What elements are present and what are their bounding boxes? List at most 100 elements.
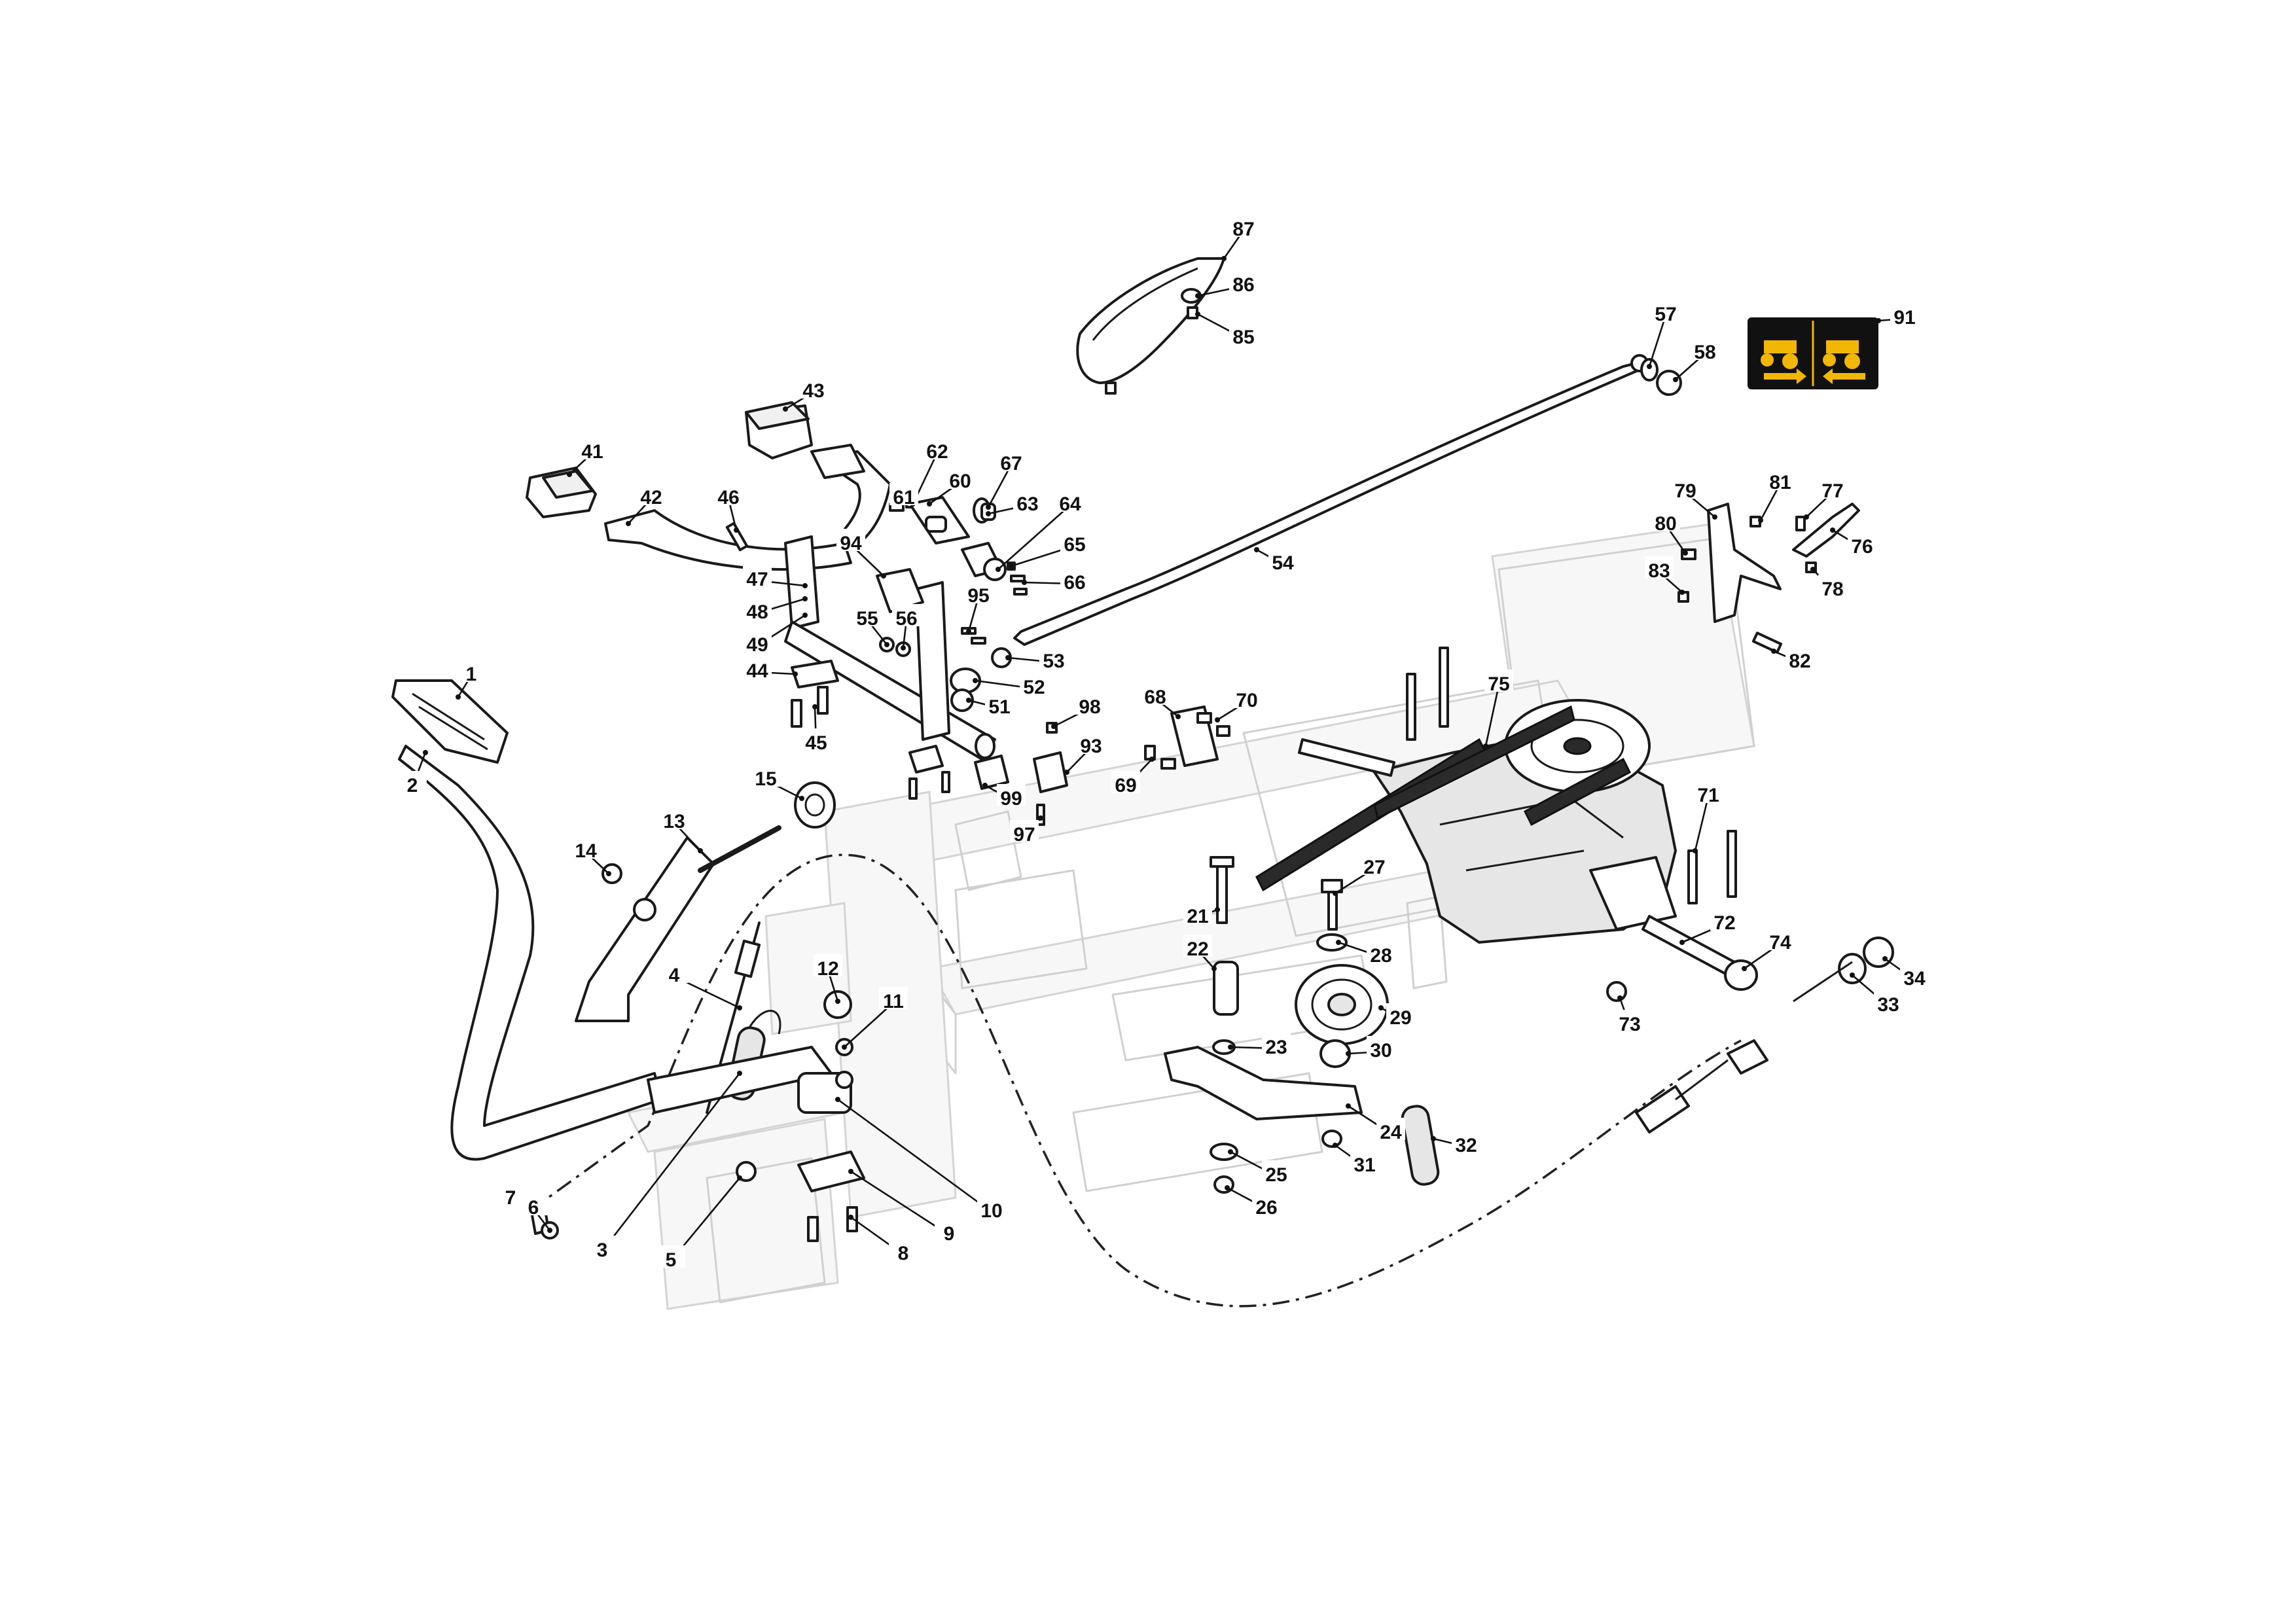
leader-dot-9 bbox=[848, 1169, 853, 1174]
callout-73: 73 bbox=[1619, 1014, 1640, 1035]
callout-74: 74 bbox=[1769, 932, 1791, 954]
bracket-68 bbox=[1144, 705, 1230, 770]
bracket-9 bbox=[797, 1150, 865, 1192]
washer-28 bbox=[1316, 933, 1348, 952]
callout-bg-99 bbox=[997, 784, 1026, 806]
leader-dot-58 bbox=[1673, 377, 1678, 382]
callout-bg-43 bbox=[799, 376, 828, 399]
leader-dot-71 bbox=[1693, 848, 1698, 853]
leader-dot-22 bbox=[1211, 966, 1217, 971]
leader-dot-26 bbox=[1225, 1185, 1230, 1190]
callout-82: 82 bbox=[1789, 651, 1810, 672]
leader-dot-42 bbox=[626, 521, 631, 526]
leader-line-75 bbox=[1484, 685, 1500, 747]
leader-dot-33 bbox=[1850, 972, 1855, 978]
callout-bg-81 bbox=[1766, 468, 1795, 490]
callout-bg-97 bbox=[1010, 820, 1039, 842]
leader-dot-41 bbox=[567, 472, 572, 477]
tractor-forward-icon bbox=[1761, 340, 1806, 384]
callout-66: 66 bbox=[1064, 572, 1085, 594]
leader-dot-24 bbox=[1346, 1103, 1351, 1109]
callout-bg-1 bbox=[457, 660, 486, 682]
callout-bg-33 bbox=[1874, 990, 1903, 1012]
callout-63: 63 bbox=[1016, 493, 1038, 515]
callout-32: 32 bbox=[1455, 1135, 1477, 1156]
callout-bg-26 bbox=[1252, 1193, 1281, 1215]
callout-21: 21 bbox=[1187, 906, 1208, 927]
leader-dot-45 bbox=[812, 704, 817, 709]
callout-97: 97 bbox=[1013, 824, 1035, 846]
callout-bg-34 bbox=[1900, 964, 1929, 986]
callout-bg-8 bbox=[889, 1239, 918, 1261]
leader-dot-85 bbox=[1195, 312, 1200, 317]
idler-arm-24 bbox=[1164, 1046, 1363, 1120]
callout-75: 75 bbox=[1488, 673, 1509, 695]
callout-24: 24 bbox=[1380, 1122, 1402, 1143]
leader-dot-82 bbox=[1771, 649, 1776, 654]
bracket-94 bbox=[876, 568, 924, 613]
callout-bg-44 bbox=[743, 656, 772, 679]
pedal-pad bbox=[391, 679, 509, 764]
callout-bg-56 bbox=[892, 604, 921, 626]
leader-dot-8 bbox=[848, 1215, 853, 1220]
leader-dot-52 bbox=[973, 678, 978, 683]
callout-13: 13 bbox=[663, 811, 685, 832]
leader-dot-53 bbox=[1005, 655, 1011, 660]
leader-line-10 bbox=[837, 1098, 992, 1213]
callout-bg-46 bbox=[714, 483, 743, 505]
callout-bg-61 bbox=[889, 483, 918, 505]
leader-dot-67 bbox=[986, 505, 991, 510]
callout-bg-93 bbox=[1077, 732, 1105, 754]
leader-dot-43 bbox=[783, 406, 788, 412]
callout-bg-48 bbox=[743, 597, 772, 620]
bearing-30 bbox=[1319, 1039, 1351, 1068]
leader-dot-74 bbox=[1742, 966, 1747, 971]
callout-bg-85 bbox=[1229, 323, 1258, 345]
pulley-75 bbox=[1504, 699, 1651, 793]
callout-bg-70 bbox=[1232, 686, 1261, 708]
callout-bg-32 bbox=[1452, 1131, 1480, 1153]
callout-bg-10 bbox=[977, 1196, 1006, 1219]
leader-line-3 bbox=[601, 1073, 741, 1252]
leader-dot-56 bbox=[901, 645, 906, 651]
callout-bg-75 bbox=[1484, 669, 1513, 692]
lever-shaft-assembly bbox=[784, 535, 996, 760]
callout-bg-55 bbox=[853, 604, 882, 626]
callout-71: 71 bbox=[1697, 785, 1719, 806]
callout-bg-76 bbox=[1848, 532, 1876, 554]
leader-dot-48 bbox=[802, 596, 808, 601]
callout-11: 11 bbox=[883, 991, 904, 1012]
callout-12: 12 bbox=[817, 958, 838, 980]
spring-32 bbox=[1401, 1105, 1440, 1186]
callout-68: 68 bbox=[1144, 687, 1166, 708]
callout-bg-11 bbox=[879, 987, 908, 1009]
callout-95: 95 bbox=[967, 585, 989, 607]
leader-dot-79 bbox=[1712, 514, 1717, 520]
leader-dot-93 bbox=[1064, 770, 1069, 775]
callout-60: 60 bbox=[949, 471, 971, 492]
leader-dot-97 bbox=[1038, 815, 1043, 821]
leader-dot-54 bbox=[1254, 547, 1259, 552]
bolts-71 bbox=[1687, 830, 1737, 904]
callout-98: 98 bbox=[1079, 696, 1100, 718]
callout-27: 27 bbox=[1363, 857, 1385, 878]
leader-dot-3 bbox=[737, 1071, 742, 1076]
leader-dot-75 bbox=[1483, 743, 1488, 749]
callout-22: 22 bbox=[1187, 938, 1208, 960]
leader-dot-80 bbox=[1683, 550, 1688, 556]
leader-line-64 bbox=[997, 505, 1071, 570]
pivot-bracket bbox=[575, 836, 715, 1022]
leader-dot-76 bbox=[1830, 527, 1835, 533]
leader-dot-81 bbox=[1758, 518, 1763, 523]
leader-dot-60 bbox=[927, 501, 932, 507]
leader-dot-91 bbox=[1876, 318, 1881, 323]
callout-64: 64 bbox=[1059, 493, 1081, 515]
callout-bg-45 bbox=[802, 728, 831, 751]
leader-dot-29 bbox=[1378, 1005, 1384, 1010]
bracket-76-77 bbox=[1792, 503, 1860, 573]
leader-line-9 bbox=[850, 1170, 950, 1236]
callout-bg-73 bbox=[1615, 1010, 1644, 1032]
leader-dot-14 bbox=[606, 871, 611, 876]
leader-dot-13 bbox=[698, 848, 703, 853]
